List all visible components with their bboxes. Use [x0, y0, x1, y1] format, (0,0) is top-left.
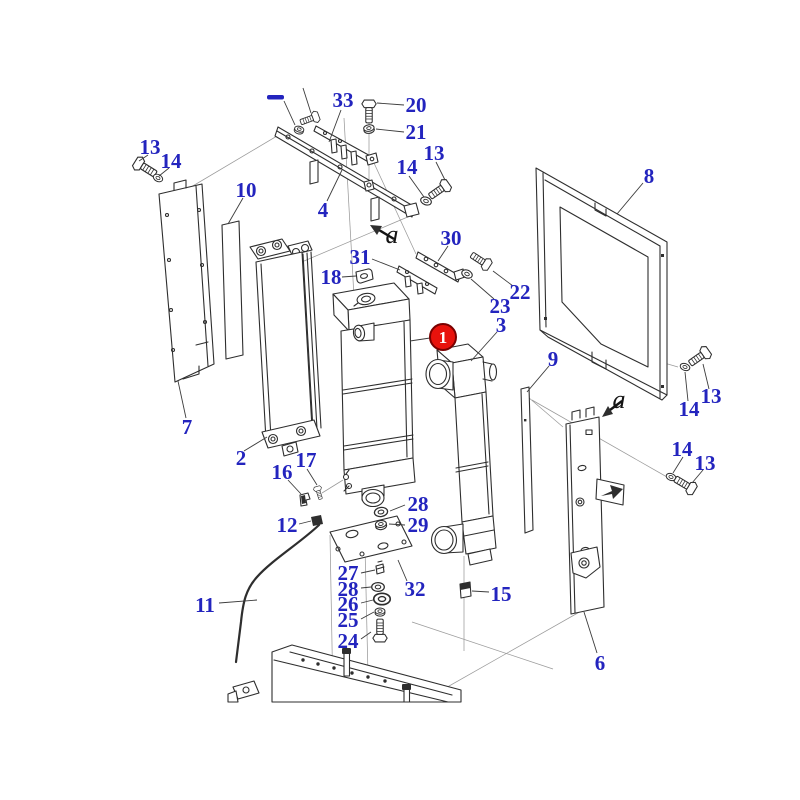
part-31-rail [396, 265, 438, 295]
part-label-11: 11 [195, 593, 215, 617]
part-label-29: 29 [408, 513, 429, 537]
bolt-24 [372, 618, 388, 643]
cropped-top-leaders [267, 87, 312, 126]
washer-28-lower [371, 581, 385, 593]
washer-26 [372, 592, 392, 606]
part-label-3: 3 [496, 313, 507, 337]
part-label-26: 26 [338, 592, 359, 616]
part-17-drain-fitting [342, 469, 350, 481]
part-10-seal-strip [221, 220, 244, 360]
part-12-clamp [311, 515, 323, 526]
part-label-13-top-right: 13 [701, 384, 722, 408]
part-6-mount-bracket [565, 406, 625, 615]
part-7-side-panel [158, 179, 215, 383]
direction-arrow-decal [595, 478, 625, 506]
part-18-grommet [355, 268, 374, 284]
nut-top-cropped [293, 124, 305, 136]
part-1-badge-number: 1 [439, 328, 448, 347]
part-label-27: 27 [338, 561, 359, 585]
part-4-upper-bar [274, 126, 420, 222]
washer-14-top-right [678, 361, 692, 373]
view-arrow-top: a [370, 220, 399, 249]
part-label-13-mid-right: 13 [695, 451, 716, 475]
part-label-17: 17 [296, 448, 317, 472]
nut-21 [362, 123, 376, 135]
part-label-28-upper: 28 [408, 492, 429, 516]
radiator-filler-cap [353, 292, 376, 307]
part-33-rail [313, 125, 379, 166]
part-label-30: 30 [441, 226, 462, 250]
part-label-12: 12 [277, 513, 298, 537]
part-label-10: 10 [236, 178, 257, 202]
part-27-plug [375, 560, 385, 575]
view-letter-a-top: a [386, 220, 399, 249]
part-2-oil-cooler [249, 238, 322, 457]
part-1-radiator [332, 282, 416, 508]
part-label-21: 21 [406, 120, 427, 144]
radiator-inlet-tube [352, 322, 375, 342]
part-8-fan-shroud [535, 167, 668, 401]
nut-25 [374, 607, 386, 617]
view-arrow-bottom: a [602, 385, 626, 417]
part-label-18: 18 [321, 265, 342, 289]
radiator-outlet-tube [361, 484, 385, 508]
part-label-23: 23 [490, 294, 511, 318]
part-32-plate [329, 515, 413, 563]
part-label-15: 15 [491, 582, 512, 606]
part-label-25: 25 [338, 608, 359, 632]
aftercooler-inlet-tube [425, 358, 454, 391]
part-label-24: 24 [338, 629, 360, 653]
cropped-label-fragment [267, 95, 284, 100]
frame-stud-right [402, 684, 411, 703]
part-label-7: 7 [182, 415, 193, 439]
part-label-14-top-left: 14 [161, 149, 183, 173]
part-9-seal-strip [520, 386, 534, 534]
parts-layer [158, 87, 668, 703]
leader-lines [138, 102, 710, 654]
part-label-6: 6 [595, 651, 606, 675]
part-label-20: 20 [406, 93, 427, 117]
part-1-badge: 1 [429, 323, 457, 351]
bolt-top-cropped [298, 109, 322, 129]
part-label-14-top-right: 14 [679, 397, 701, 421]
part-3-aftercooler [425, 343, 498, 566]
part-11-pipe [234, 523, 321, 664]
part-label-14-mid-right: 14 [672, 437, 694, 461]
part-label-13-top-mid: 13 [424, 141, 445, 165]
part-15-connector [459, 581, 472, 599]
part-label-33: 33 [333, 88, 354, 112]
part-label-2: 2 [236, 446, 247, 470]
bolt-13-top-right [685, 344, 714, 370]
part-label-16: 16 [272, 460, 293, 484]
part-label-22: 22 [510, 280, 531, 304]
part-label-13-top-left: 13 [140, 135, 161, 159]
part-label-31: 31 [350, 245, 371, 269]
bottom-frame [227, 644, 462, 703]
part-label-14-top-mid: 14 [397, 155, 419, 179]
bolt-22 [467, 248, 494, 273]
part-16-clip [299, 492, 311, 507]
part-label-32: 32 [405, 577, 426, 601]
view-letter-a-bottom: a [613, 385, 626, 414]
part-label-8: 8 [644, 164, 655, 188]
aftercooler-outlet-tube [430, 523, 464, 555]
bolt-20 [361, 99, 377, 124]
part-label-4: 4 [318, 198, 329, 222]
washer-28-upper [373, 505, 389, 519]
part-label-9: 9 [548, 347, 559, 371]
frame-stud-left [342, 648, 351, 677]
part-label-28-lower: 28 [338, 577, 359, 601]
